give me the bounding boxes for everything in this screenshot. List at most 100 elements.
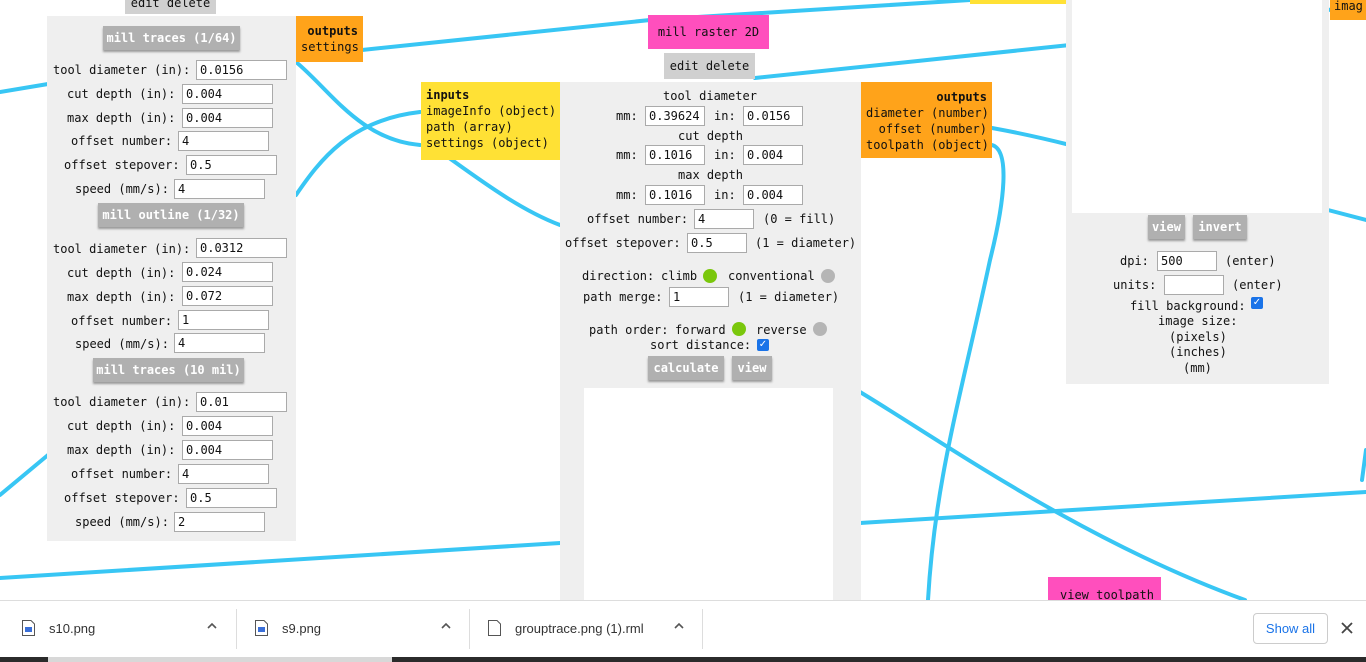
outputs-title: outputs bbox=[936, 90, 987, 104]
sort-distance-checkbox[interactable]: ✓ bbox=[757, 339, 769, 351]
dpi-hint: (enter) bbox=[1225, 254, 1276, 268]
cut-depth-input[interactable]: 0.004 bbox=[182, 416, 273, 436]
mill-traces-10mil-button[interactable]: mill traces (10 mil) bbox=[93, 358, 244, 382]
max-depth-input[interactable]: 0.004 bbox=[182, 440, 273, 460]
chevron-up-icon[interactable] bbox=[205, 619, 219, 633]
toolpath-preview bbox=[584, 388, 833, 602]
left-outputs-box: outputs settings bbox=[296, 16, 363, 62]
offset-number-input[interactable]: 4 bbox=[694, 209, 754, 229]
max-depth-heading: max depth bbox=[678, 168, 744, 182]
download-item[interactable]: s9.png bbox=[237, 601, 469, 657]
image-file-icon bbox=[22, 620, 35, 636]
download-item[interactable]: grouptrace.png (1).rml bbox=[470, 601, 702, 657]
speed-input[interactable]: 2 bbox=[174, 512, 265, 532]
max-depth-in-input[interactable]: 0.004 bbox=[743, 185, 803, 205]
path-order-reverse-radio[interactable] bbox=[813, 322, 827, 336]
cut-depth-input[interactable]: 0.004 bbox=[182, 84, 273, 104]
direction-label: direction: bbox=[582, 269, 655, 283]
input-path[interactable]: path (array) bbox=[426, 120, 513, 134]
input-settings[interactable]: settings (object) bbox=[426, 136, 549, 150]
right-partial-box: imag bbox=[1330, 0, 1366, 20]
max-depth-input[interactable]: 0.072 bbox=[182, 286, 273, 306]
output-settings[interactable]: settings bbox=[301, 40, 359, 54]
units-input[interactable] bbox=[1164, 275, 1224, 295]
speed-input[interactable]: 4 bbox=[174, 179, 265, 199]
direction-climb-radio[interactable] bbox=[703, 269, 717, 283]
image-size-pixels: (pixels) bbox=[1169, 330, 1227, 344]
dpi-label: dpi: bbox=[1120, 254, 1149, 268]
speed-input[interactable]: 4 bbox=[174, 333, 265, 353]
download-item[interactable]: s10.png bbox=[0, 601, 236, 657]
mm-label: mm: bbox=[616, 109, 638, 123]
output-offset[interactable]: offset (number) bbox=[878, 122, 987, 136]
field-label: offset stepover: bbox=[64, 158, 180, 172]
download-bar: s10.png s9.png grouptrace.png (1).rml Sh… bbox=[0, 600, 1366, 662]
path-merge-input[interactable]: 1 bbox=[669, 287, 729, 307]
field-label: tool diameter (in): bbox=[53, 395, 191, 409]
calculate-button[interactable]: calculate bbox=[648, 356, 724, 380]
left-edit-delete[interactable]: edit delete bbox=[125, 0, 216, 14]
field-label: offset number: bbox=[71, 467, 173, 481]
direction-conventional-label: conventional bbox=[728, 269, 815, 283]
output-toolpath[interactable]: toolpath (object) bbox=[866, 138, 989, 152]
mill-traces-164-button[interactable]: mill traces (1/64) bbox=[103, 26, 240, 50]
field-label: max depth (in): bbox=[67, 443, 176, 457]
field-label: cut depth (in): bbox=[67, 419, 176, 433]
view-toolpath-title[interactable]: view toolpath bbox=[1048, 577, 1161, 602]
offset-stepover-input[interactable]: 0.5 bbox=[186, 155, 277, 175]
download-filename: s10.png bbox=[49, 621, 96, 636]
edit-delete[interactable]: edit delete bbox=[664, 53, 755, 79]
outputs-box: outputs diameter (number) offset (number… bbox=[861, 82, 992, 158]
fill-background-checkbox[interactable]: ✓ bbox=[1251, 297, 1263, 309]
field-label: offset stepover: bbox=[64, 491, 180, 505]
path-order-forward-radio[interactable] bbox=[732, 322, 746, 336]
show-all-button[interactable]: Show all bbox=[1253, 613, 1328, 644]
field-label: tool diameter (in): bbox=[53, 242, 191, 256]
image-size-inches: (inches) bbox=[1169, 345, 1227, 359]
separator bbox=[469, 609, 470, 649]
field-label: offset number: bbox=[71, 134, 173, 148]
path-merge-label: path merge: bbox=[583, 290, 663, 304]
tool-diameter-input[interactable]: 0.0312 bbox=[196, 238, 287, 258]
mill-outline-132-button[interactable]: mill outline (1/32) bbox=[98, 203, 244, 227]
close-icon[interactable] bbox=[1341, 622, 1353, 634]
tool-diameter-mm-input[interactable]: 0.39624 bbox=[645, 106, 705, 126]
in-label: in: bbox=[714, 188, 736, 202]
view-button[interactable]: view bbox=[732, 356, 772, 380]
mm-label: mm: bbox=[616, 188, 638, 202]
tool-diameter-input[interactable]: 0.01 bbox=[196, 392, 287, 412]
image-size-label: image size: bbox=[1158, 314, 1238, 328]
offset-stepover-hint: (1 = diameter) bbox=[755, 236, 857, 250]
tool-diameter-input[interactable]: 0.0156 bbox=[196, 60, 287, 80]
field-label: max depth (in): bbox=[67, 111, 176, 125]
direction-conventional-radio[interactable] bbox=[821, 269, 835, 283]
right-view-button[interactable]: view bbox=[1148, 215, 1185, 239]
inputs-box: inputs imageInfo (object) path (array) s… bbox=[421, 82, 561, 160]
offset-number-input[interactable]: 4 bbox=[178, 464, 269, 484]
image-file-icon bbox=[255, 620, 268, 636]
cut-depth-input[interactable]: 0.024 bbox=[182, 262, 273, 282]
separator bbox=[236, 609, 237, 649]
output-diameter[interactable]: diameter (number) bbox=[866, 106, 989, 120]
offset-number-input[interactable]: 4 bbox=[178, 131, 269, 151]
module-title[interactable]: mill raster 2D bbox=[648, 15, 769, 49]
yellow-box-edge bbox=[970, 0, 1066, 4]
cut-depth-in-input[interactable]: 0.004 bbox=[743, 145, 803, 165]
tool-diameter-in-input[interactable]: 0.0156 bbox=[743, 106, 803, 126]
chevron-up-icon[interactable] bbox=[672, 619, 686, 633]
offset-stepover-input[interactable]: 0.5 bbox=[186, 488, 277, 508]
offset-stepover-input[interactable]: 0.5 bbox=[687, 233, 747, 253]
cut-depth-mm-input[interactable]: 0.1016 bbox=[645, 145, 705, 165]
chevron-up-icon[interactable] bbox=[439, 619, 453, 633]
field-label: max depth (in): bbox=[67, 290, 176, 304]
direction-climb-label: climb bbox=[661, 269, 698, 283]
offset-number-hint: (0 = fill) bbox=[763, 212, 836, 226]
path-order-forward-label: forward bbox=[675, 323, 726, 337]
max-depth-mm-input[interactable]: 0.1016 bbox=[645, 185, 705, 205]
max-depth-input[interactable]: 0.004 bbox=[182, 108, 273, 128]
dpi-input[interactable]: 500 bbox=[1157, 251, 1217, 271]
inputs-title: inputs bbox=[426, 88, 470, 102]
input-imageinfo[interactable]: imageInfo (object) bbox=[426, 104, 557, 118]
invert-button[interactable]: invert bbox=[1193, 215, 1247, 239]
offset-number-input[interactable]: 1 bbox=[178, 310, 269, 330]
